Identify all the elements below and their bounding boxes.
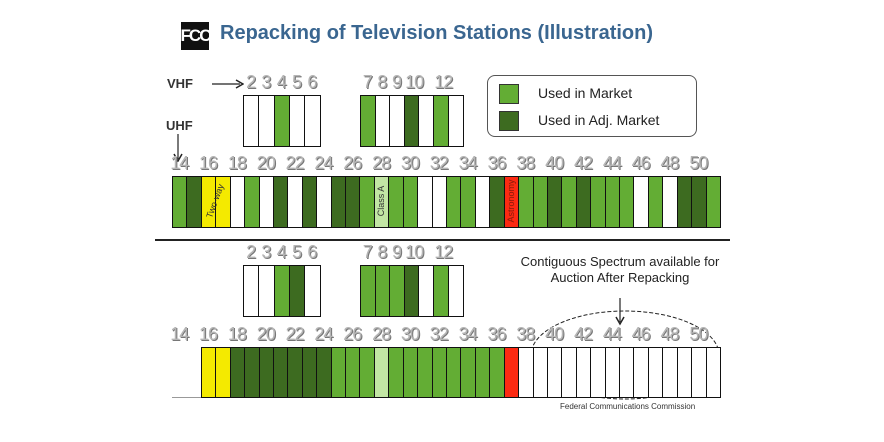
- channel-label: 9: [391, 72, 402, 92]
- vhf-arrow-icon: [212, 79, 244, 89]
- cell-text: Astronomy: [505, 179, 516, 223]
- channel-label: 26: [343, 153, 362, 173]
- channel-cell: [304, 95, 321, 147]
- channel-cell: [273, 95, 291, 147]
- divider: [155, 239, 730, 241]
- channel-label: 20: [256, 324, 276, 344]
- channel-label: 24: [314, 153, 333, 173]
- channel-cell: [705, 347, 722, 398]
- channel-label: 26: [343, 324, 362, 344]
- channel-label: 38: [516, 324, 535, 344]
- legend-label-market: Used in Market: [538, 85, 633, 101]
- channel-label: 8: [377, 242, 387, 262]
- fcc-logo: FCC: [181, 22, 211, 50]
- uhf-baseline: [172, 397, 202, 398]
- channel-label: 4: [276, 72, 287, 92]
- legend: Used in Market Used in Adj. Market: [487, 75, 697, 137]
- channel-label: 48: [660, 324, 680, 344]
- legend-label-adj-market: Used in Adj. Market: [538, 112, 660, 128]
- channel-label: 12: [434, 72, 453, 92]
- channel-label: 36: [487, 153, 506, 173]
- auction-annotation: Contiguous Spectrum available for Auctio…: [520, 254, 720, 285]
- channel-label: 4: [276, 242, 287, 262]
- channel-cell: [447, 265, 464, 317]
- channel-label: 2: [246, 242, 256, 262]
- cell-text: Class A: [376, 185, 387, 217]
- legend-swatch-market: [499, 84, 519, 104]
- channel-label: 16: [199, 153, 218, 173]
- channel-cell: [243, 95, 260, 147]
- channel-label: 10: [405, 242, 424, 262]
- channel-label: 44: [602, 324, 622, 344]
- channel-label: 12: [434, 242, 453, 262]
- channel-label: 18: [227, 324, 247, 344]
- legend-swatch-adj-market: [499, 111, 519, 131]
- channel-label: 32: [429, 153, 449, 173]
- channel-label: 40: [545, 153, 564, 173]
- channel-label: 42: [573, 324, 593, 344]
- channel-label: 22: [285, 324, 305, 344]
- channel-label: 36: [487, 324, 506, 344]
- channel-cell: [273, 265, 291, 317]
- channel-label: 48: [660, 153, 680, 173]
- channel-label: 24: [314, 324, 333, 344]
- channel-label: 14: [170, 324, 189, 344]
- channel-label: 42: [573, 153, 593, 173]
- channel-label: 50: [689, 324, 708, 344]
- channel-label: 30: [400, 324, 420, 344]
- channel-label: 8: [377, 72, 387, 92]
- channel-label: 20: [256, 153, 276, 173]
- channel-label: 34: [458, 324, 478, 344]
- channel-label: 22: [285, 153, 305, 173]
- channel-label: 28: [372, 324, 391, 344]
- channel-label: 40: [545, 324, 564, 344]
- uhf-label: UHF: [166, 118, 193, 133]
- channel-label: 6: [307, 242, 317, 262]
- channel-label: 6: [307, 72, 317, 92]
- channel-cell: [258, 265, 276, 317]
- channel-cell: [304, 265, 321, 317]
- vhf-label: VHF: [167, 76, 193, 91]
- channel-label: 5: [292, 242, 302, 262]
- channel-label: 30: [400, 153, 420, 173]
- channel-label: 14: [170, 153, 189, 173]
- channel-label: 50: [689, 153, 708, 173]
- channel-label: 3: [261, 72, 271, 92]
- page-title: Repacking of Television Stations (Illust…: [220, 22, 654, 44]
- channel-label: 9: [391, 242, 402, 262]
- uhf-arrow-icon: [173, 134, 183, 162]
- channel-label: 3: [261, 242, 271, 262]
- channel-cell: [288, 265, 306, 317]
- channel-cell: [243, 265, 260, 317]
- channel-label: 7: [362, 72, 373, 92]
- channel-label: 38: [516, 153, 535, 173]
- channel-label: 2: [246, 72, 256, 92]
- channel-label: 28: [372, 153, 391, 173]
- channel-label: 10: [405, 72, 424, 92]
- channel-cell: [447, 95, 464, 147]
- channel-label: 46: [631, 324, 651, 344]
- channel-label: 5: [292, 72, 302, 92]
- channel-label: 18: [227, 153, 247, 173]
- channel-label: 16: [199, 324, 218, 344]
- channel-cell: [288, 95, 306, 147]
- footer-credit: Federal Communications Commission: [560, 402, 696, 411]
- channel-label: 34: [458, 153, 478, 173]
- channel-cell: [258, 95, 276, 147]
- channel-label: 32: [429, 324, 449, 344]
- channel-cell: [705, 176, 722, 228]
- channel-label: 7: [362, 242, 373, 262]
- channel-label: 46: [631, 153, 651, 173]
- channel-label: 44: [602, 153, 622, 173]
